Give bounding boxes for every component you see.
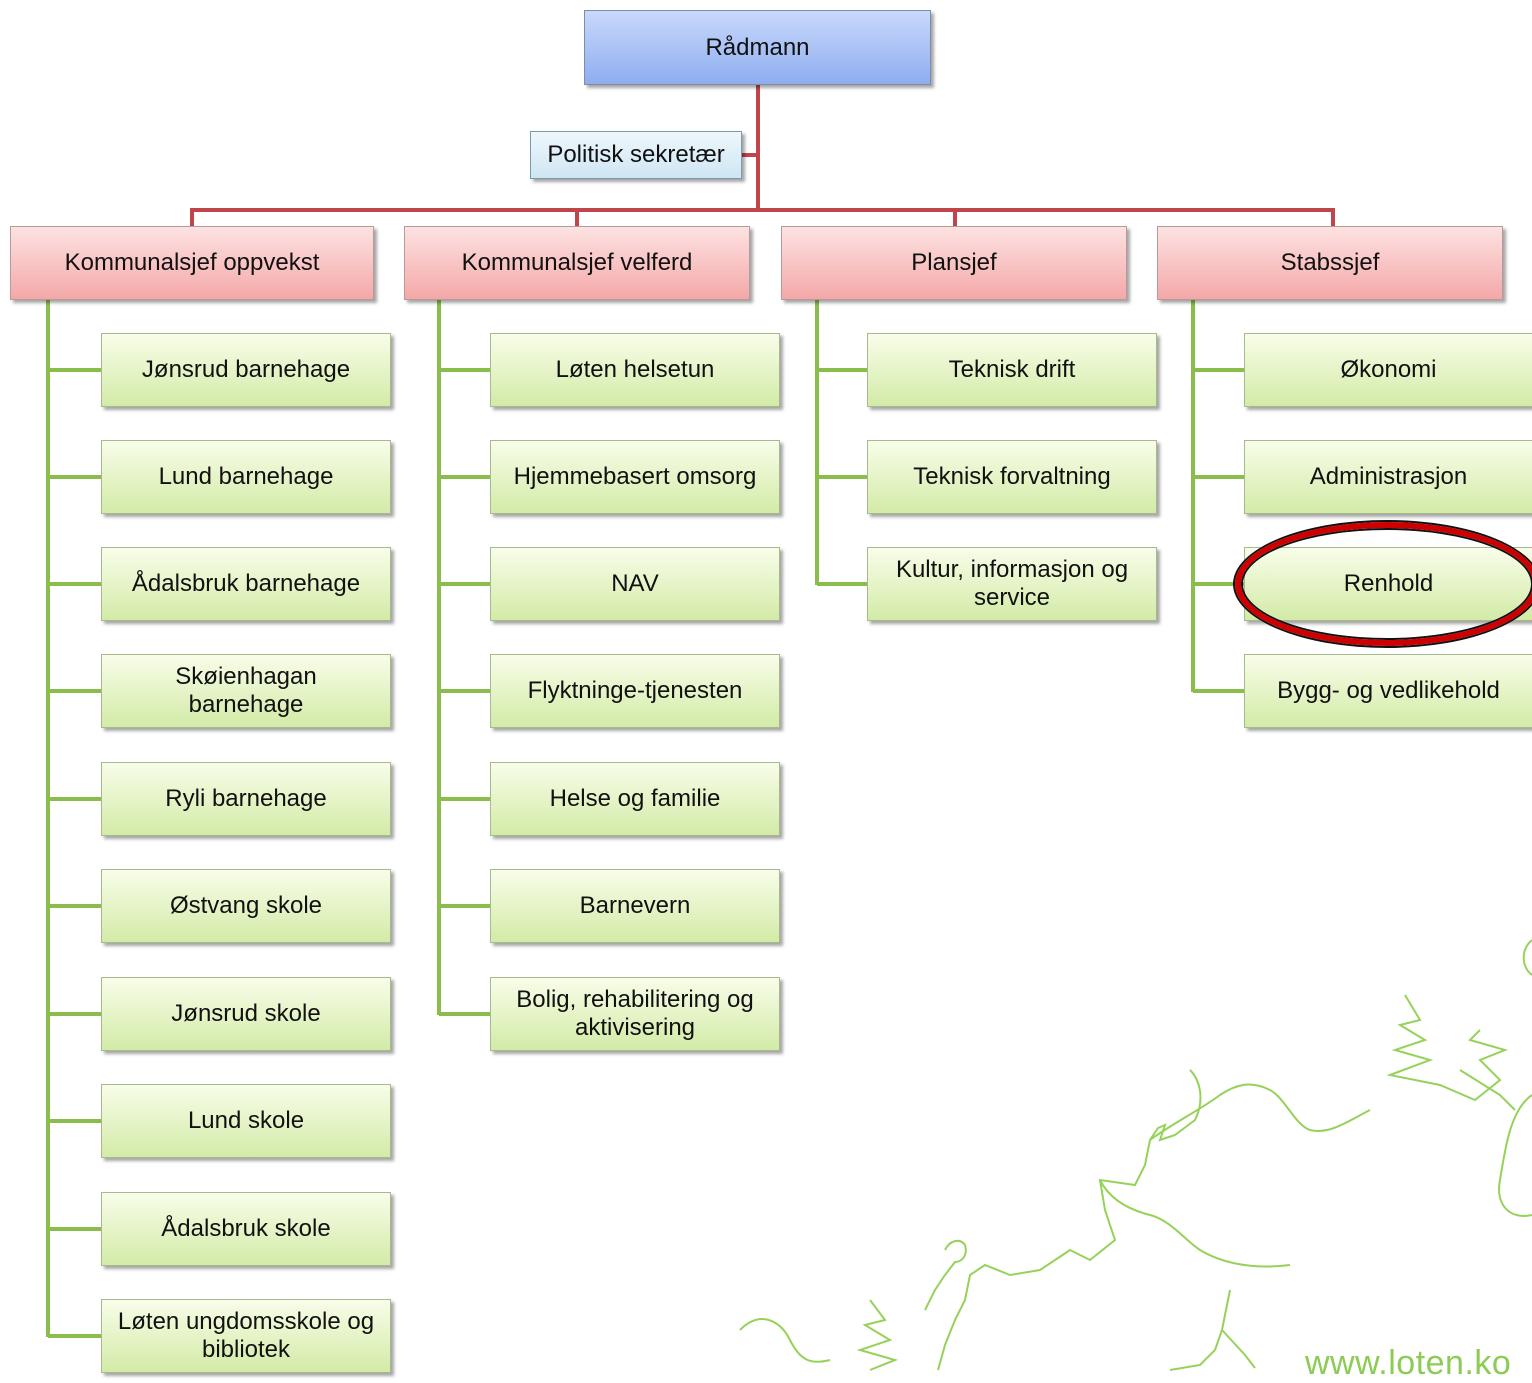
unit-label: Skøienhagan barnehage [175,663,317,718]
unit-label: Ryli barnehage [165,785,327,812]
unit-box: Barnevern [490,869,780,943]
unit-box: Jønsrud skole [101,977,391,1051]
unit-label: Lund barnehage [158,463,334,490]
unit-label: Jønsrud skole [171,1000,321,1027]
department-head-label: Kommunalsjef oppvekst [64,249,320,276]
unit-box: Økonomi [1244,333,1532,407]
unit-label: Teknisk forvaltning [913,463,1111,490]
department-head-label: Kommunalsjef velferd [461,249,693,276]
unit-box: Bolig, rehabilitering og aktivisering [490,977,780,1051]
department-head-label: Stabssjef [1280,249,1380,276]
unit-box: Løten ungdomsskole og bibliotek [101,1299,391,1373]
unit-box: Teknisk forvaltning [867,440,1157,514]
root-box: Rådmann [584,10,931,85]
unit-label: Bygg- og vedlikehold [1277,677,1500,704]
unit-label: Administrasjon [1309,463,1468,490]
unit-box: Ådalsbruk barnehage [101,547,391,621]
unit-label: Barnevern [579,892,691,919]
unit-label: Ådalsbruk barnehage [131,570,361,597]
landscape-decoration [739,939,1532,1371]
unit-box: NAV [490,547,780,621]
department-head-velferd: Kommunalsjef velferd [404,226,750,300]
root-label: Rådmann [705,33,810,61]
unit-label: Bolig, rehabilitering og aktivisering [516,986,754,1041]
unit-label: Teknisk drift [948,356,1076,383]
secretary-label: Politisk sekretær [547,141,725,168]
unit-box: Lund skole [101,1084,391,1158]
unit-box: Østvang skole [101,869,391,943]
unit-box: Lund barnehage [101,440,391,514]
unit-box: Løten helsetun [490,333,780,407]
department-head-label: Plansjef [911,249,997,276]
top-connectors [190,84,1335,226]
department-head-oppvekst: Kommunalsjef oppvekst [10,226,374,300]
unit-label: Flyktninge-tjenesten [527,677,743,704]
unit-label: Ådalsbruk skole [161,1215,331,1242]
unit-box: Teknisk drift [867,333,1157,407]
department-head-plansjef: Plansjef [781,226,1127,300]
unit-label: Løten ungdomsskole og bibliotek [117,1308,375,1363]
unit-box: Ådalsbruk skole [101,1192,391,1266]
department-head-stabssjef: Stabssjef [1157,226,1503,300]
unit-box: Skøienhagan barnehage [101,654,391,728]
unit-label: Helse og familie [549,785,721,812]
unit-box: Helse og familie [490,762,780,836]
secretary-box: Politisk sekretær [530,131,742,179]
unit-box: Flyktninge-tjenesten [490,654,780,728]
unit-label: Løten helsetun [555,356,715,383]
unit-label: NAV [611,570,659,597]
unit-label: Kultur, informasjon og service [895,556,1129,611]
highlight-ring [1235,522,1532,646]
unit-box: Hjemmebasert omsorg [490,440,780,514]
unit-label: Hjemmebasert omsorg [513,463,757,490]
unit-label: Økonomi [1340,356,1437,383]
website-url: www.loten.ko [1305,1344,1512,1382]
unit-box: Bygg- og vedlikehold [1244,654,1532,728]
unit-box: Jønsrud barnehage [101,333,391,407]
unit-box: Administrasjon [1244,440,1532,514]
unit-label: Lund skole [187,1107,305,1134]
unit-connectors [46,300,1244,1338]
unit-box: Kultur, informasjon og service [867,547,1157,621]
unit-box: Ryli barnehage [101,762,391,836]
unit-label: Jønsrud barnehage [141,356,351,383]
unit-label: Østvang skole [169,892,323,919]
